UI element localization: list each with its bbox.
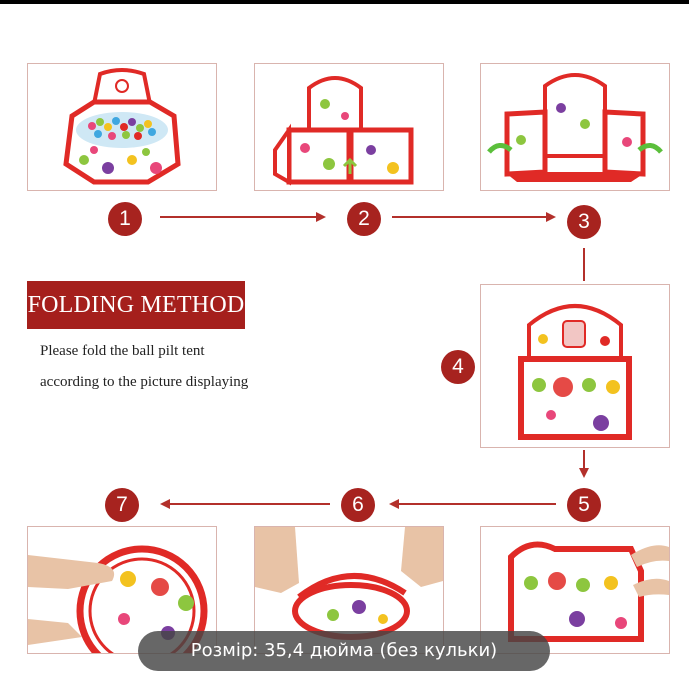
tent-compressing-illustration <box>508 541 669 642</box>
step-number-6: 6 <box>341 488 375 522</box>
tent-folded-circle-illustration <box>28 545 208 653</box>
step-number-4: 4 <box>441 350 475 384</box>
step-number-3: 3 <box>567 205 601 239</box>
ball-pit-sides-fold-illustration <box>487 73 663 182</box>
step-number-7: 7 <box>105 488 139 522</box>
instruction-line-1: Please fold the ball pilt tent <box>40 343 205 359</box>
folding-method-banner: FOLDING METHOD <box>27 281 245 329</box>
step-4-photo <box>480 284 670 448</box>
ball-pit-open-illustration <box>63 68 181 185</box>
instruction-line-2: according to the picture displaying <box>40 374 249 390</box>
top-edge-bar <box>0 0 689 4</box>
step-3-photo <box>480 63 670 191</box>
folded-tent-illustration <box>518 304 632 440</box>
step-5-photo <box>480 526 670 654</box>
ball-pit-folding-illustration <box>273 76 414 186</box>
step-2-photo <box>254 63 444 191</box>
step-1-photo <box>27 63 217 191</box>
step-7-photo <box>27 526 217 654</box>
step-number-5: 5 <box>567 488 601 522</box>
step-number-2: 2 <box>347 202 381 236</box>
step-number-1: 1 <box>108 202 142 236</box>
size-caption: Розмір: 35,4 дюйма (без кульки) <box>138 631 550 671</box>
